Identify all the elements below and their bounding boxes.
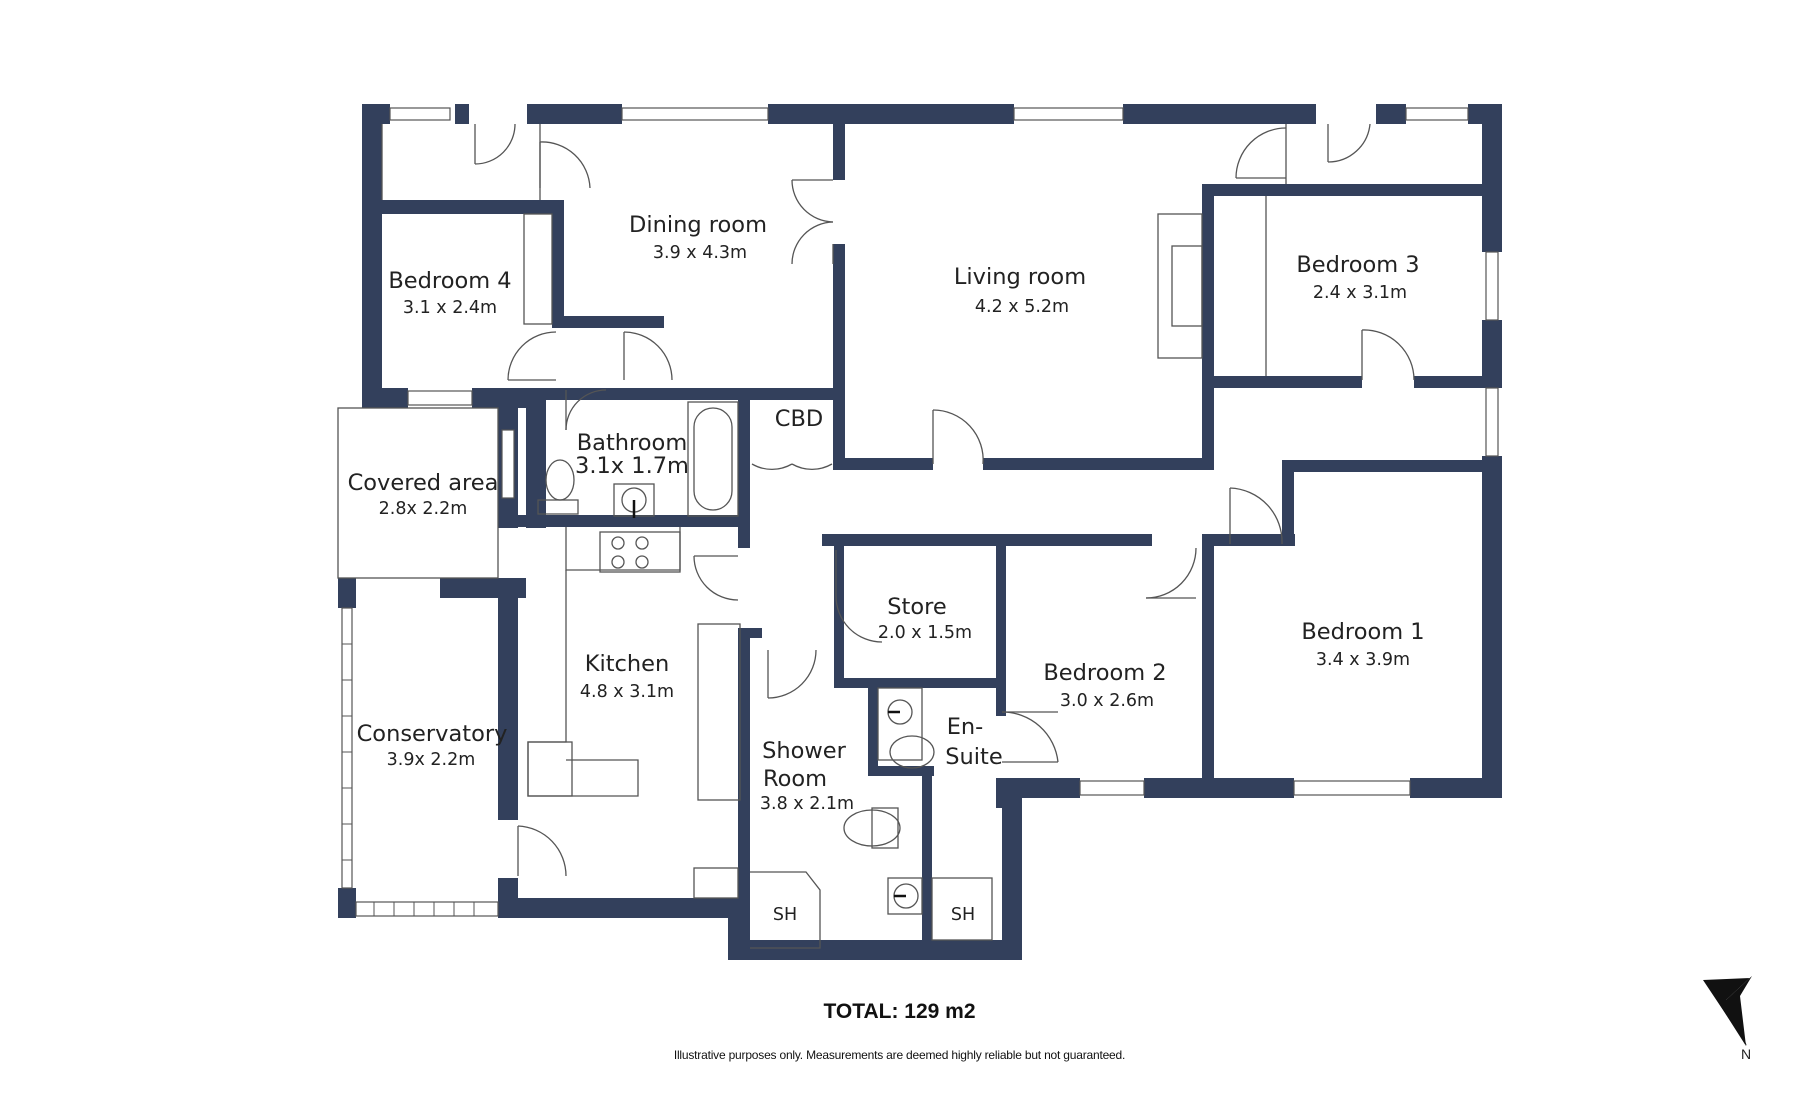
shower-2-label: SH	[951, 905, 975, 925]
store-size: 2.0 x 1.5m	[878, 623, 972, 643]
bedroom-2-size: 3.0 x 2.6m	[1060, 691, 1154, 711]
north-arrow-icon	[1703, 976, 1752, 1046]
walls	[338, 104, 1502, 960]
shower-room-name-2: Room	[763, 766, 827, 792]
bedroom-4-name: Bedroom 4	[388, 268, 511, 294]
covered-area-size: 2.8x 2.2m	[379, 499, 468, 519]
dining-room-name: Dining room	[629, 212, 767, 238]
living-room-size: 4.2 x 5.2m	[975, 297, 1069, 317]
north-label: N	[1741, 1046, 1752, 1062]
dining-room-size: 3.9 x 4.3m	[653, 243, 747, 263]
kitchen-size: 4.8 x 3.1m	[580, 682, 674, 702]
shower-1-label: SH	[773, 905, 797, 925]
cbd-name: CBD	[775, 406, 823, 432]
bedroom-3-name: Bedroom 3	[1296, 252, 1419, 278]
store-name: Store	[887, 594, 946, 620]
bedroom-4-size: 3.1 x 2.4m	[403, 298, 497, 318]
total-area: TOTAL: 129 m2	[823, 1000, 976, 1023]
bedroom-1-name: Bedroom 1	[1301, 619, 1424, 645]
windows	[341, 107, 1499, 917]
shower-room-name-1: Shower	[762, 738, 847, 764]
bedroom-2-name: Bedroom 2	[1043, 660, 1166, 686]
doors	[474, 123, 1415, 877]
disclaimer: Illustrative purposes only. Measurements…	[673, 1048, 1126, 1062]
en-suite-name-1: En-	[947, 714, 984, 740]
bathroom-size: 3.1x 1.7m	[575, 453, 689, 479]
bedroom-3-size: 2.4 x 3.1m	[1313, 283, 1407, 303]
room-labels: Dining room 3.9 x 4.3m Living room 4.2 x…	[348, 212, 1425, 925]
covered-area-name: Covered area	[348, 470, 499, 496]
shower-room-size: 3.8 x 2.1m	[760, 794, 854, 814]
living-room-name: Living room	[954, 264, 1086, 290]
bathroom-name: Bathroom	[577, 430, 688, 456]
conservatory-size: 3.9x 2.2m	[387, 750, 476, 770]
conservatory-name: Conservatory	[357, 721, 508, 747]
en-suite-name-2: Suite	[945, 744, 1002, 770]
kitchen-name: Kitchen	[585, 651, 670, 677]
bedroom-1-size: 3.4 x 3.9m	[1316, 650, 1410, 670]
